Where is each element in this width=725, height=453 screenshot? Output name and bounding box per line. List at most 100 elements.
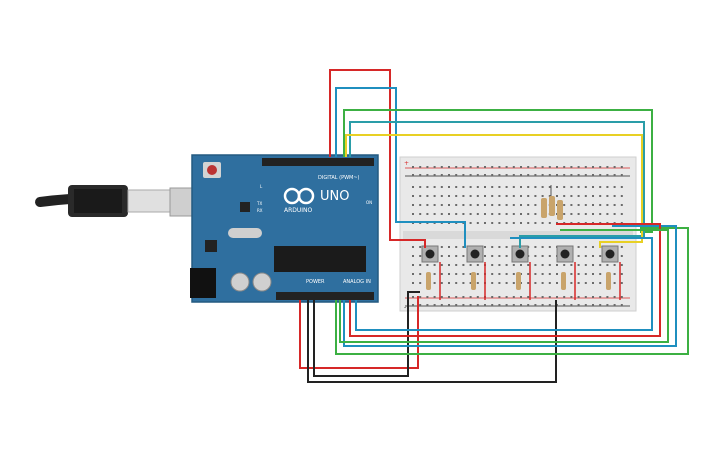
breadboard-hole: [462, 264, 465, 266]
resistor-icon[interactable]: [606, 272, 611, 290]
breadboard-hole: [433, 282, 436, 284]
rail-hole: [520, 174, 522, 176]
rail-hole: [448, 174, 450, 176]
breadboard-hole: [448, 282, 450, 284]
rail-hole: [512, 174, 515, 176]
breadboard-hole: [534, 246, 537, 248]
breadboard-hole: [484, 195, 486, 197]
breadboard-hole: [606, 264, 609, 266]
breadboard-hole: [469, 264, 472, 266]
pushbutton-cap[interactable]: [560, 249, 570, 259]
rail-hole: [541, 296, 544, 298]
pushbutton-icon[interactable]: [466, 245, 484, 263]
breadboard-hole: [563, 213, 566, 215]
breadboard-hole: [599, 282, 602, 284]
rail-hole: [577, 296, 580, 298]
breadboard-hole: [534, 273, 537, 275]
rail-hole: [548, 304, 551, 306]
rail-hole: [599, 304, 602, 306]
rail-hole: [613, 166, 616, 168]
rail-hole: [592, 304, 594, 306]
breadboard-hole: [455, 204, 458, 206]
resistor-icon[interactable]: [426, 272, 431, 290]
arduino-board[interactable]: ARDUINO UNO DIGITAL (PWM~) TX RX L ON PO…: [190, 154, 379, 303]
breadboard-hole: [469, 213, 472, 215]
rail-hole: [419, 304, 422, 306]
breadboard-hole: [584, 186, 587, 188]
rail-hole: [613, 174, 616, 176]
breadboard-hole: [613, 213, 616, 215]
breadboard-hole: [577, 213, 580, 215]
pushbutton-cap[interactable]: [470, 249, 480, 259]
pushbutton-icon[interactable]: [511, 245, 529, 263]
resistor-icon[interactable]: [516, 272, 521, 290]
breadboard-hole: [448, 186, 450, 188]
breadboard-hole: [548, 246, 551, 248]
breadboard-hole: [577, 264, 580, 266]
pushbutton-cap[interactable]: [515, 249, 525, 259]
pushbutton-icon[interactable]: [601, 245, 619, 263]
breadboard-hole: [548, 222, 551, 224]
pushbutton-cap[interactable]: [605, 249, 615, 259]
rail-hole: [548, 174, 551, 176]
rail-hole: [527, 166, 530, 168]
breadboard-hole: [570, 186, 573, 188]
breadboard-hole: [534, 264, 537, 266]
rail-hole: [548, 166, 551, 168]
wire-yellow-top: [345, 134, 643, 248]
rail-hole: [412, 304, 414, 306]
rail-hole: [498, 174, 501, 176]
breadboard-hole: [440, 255, 443, 257]
pushbutton-icon[interactable]: [556, 245, 574, 263]
breadboard-hole: [419, 186, 422, 188]
breadboard-hole: [426, 264, 429, 266]
breadboard-hole: [541, 255, 544, 257]
rail-hole: [534, 304, 537, 306]
breadboard-hole: [476, 186, 479, 188]
rail-hole: [498, 296, 501, 298]
breadboard-hole: [570, 204, 573, 206]
breadboard-hole: [613, 186, 616, 188]
rail-hole: [455, 304, 458, 306]
rail-hole: [606, 174, 609, 176]
breadboard-hole: [541, 195, 544, 197]
breadboard-hole: [455, 282, 458, 284]
breadboard-hole: [484, 246, 486, 248]
resistor-icon[interactable]: [561, 272, 566, 290]
breadboard-hole: [606, 204, 609, 206]
pushbutton-group[interactable]: [421, 245, 619, 263]
pushbutton-cap[interactable]: [425, 249, 435, 259]
rail-hole: [484, 304, 486, 306]
breadboard-hole: [548, 195, 551, 197]
resistor-icon[interactable]: [541, 185, 563, 220]
breadboard-hole: [433, 195, 436, 197]
rail-hole: [520, 166, 522, 168]
breadboard-hole: [563, 264, 566, 266]
rail-hole: [584, 166, 587, 168]
rail-hole: [599, 166, 602, 168]
rail-hole: [419, 174, 422, 176]
rail-hole: [426, 304, 429, 306]
rail-hole: [448, 304, 450, 306]
rail-hole: [520, 296, 522, 298]
breadboard-hole: [462, 213, 465, 215]
breadboard-hole: [462, 273, 465, 275]
breadboard-hole: [527, 186, 530, 188]
rail-hole: [412, 174, 414, 176]
breadboard-hole: [613, 264, 616, 266]
breadboard-hole: [433, 204, 436, 206]
resistor-icon[interactable]: [471, 272, 476, 290]
breadboard-hole: [556, 195, 558, 197]
rail-hole: [570, 304, 573, 306]
breadboard-hole: [498, 273, 501, 275]
breadboard-hole: [462, 204, 465, 206]
pushbutton-icon[interactable]: [421, 245, 439, 263]
rail-hole: [476, 304, 479, 306]
breadboard-hole: [592, 282, 594, 284]
rail-hole: [563, 304, 566, 306]
wire-blue-bottom: [343, 225, 677, 347]
rail-hole: [505, 296, 508, 298]
rail-hole: [440, 166, 443, 168]
rail-hole: [613, 296, 616, 298]
rail-hole: [448, 296, 450, 298]
